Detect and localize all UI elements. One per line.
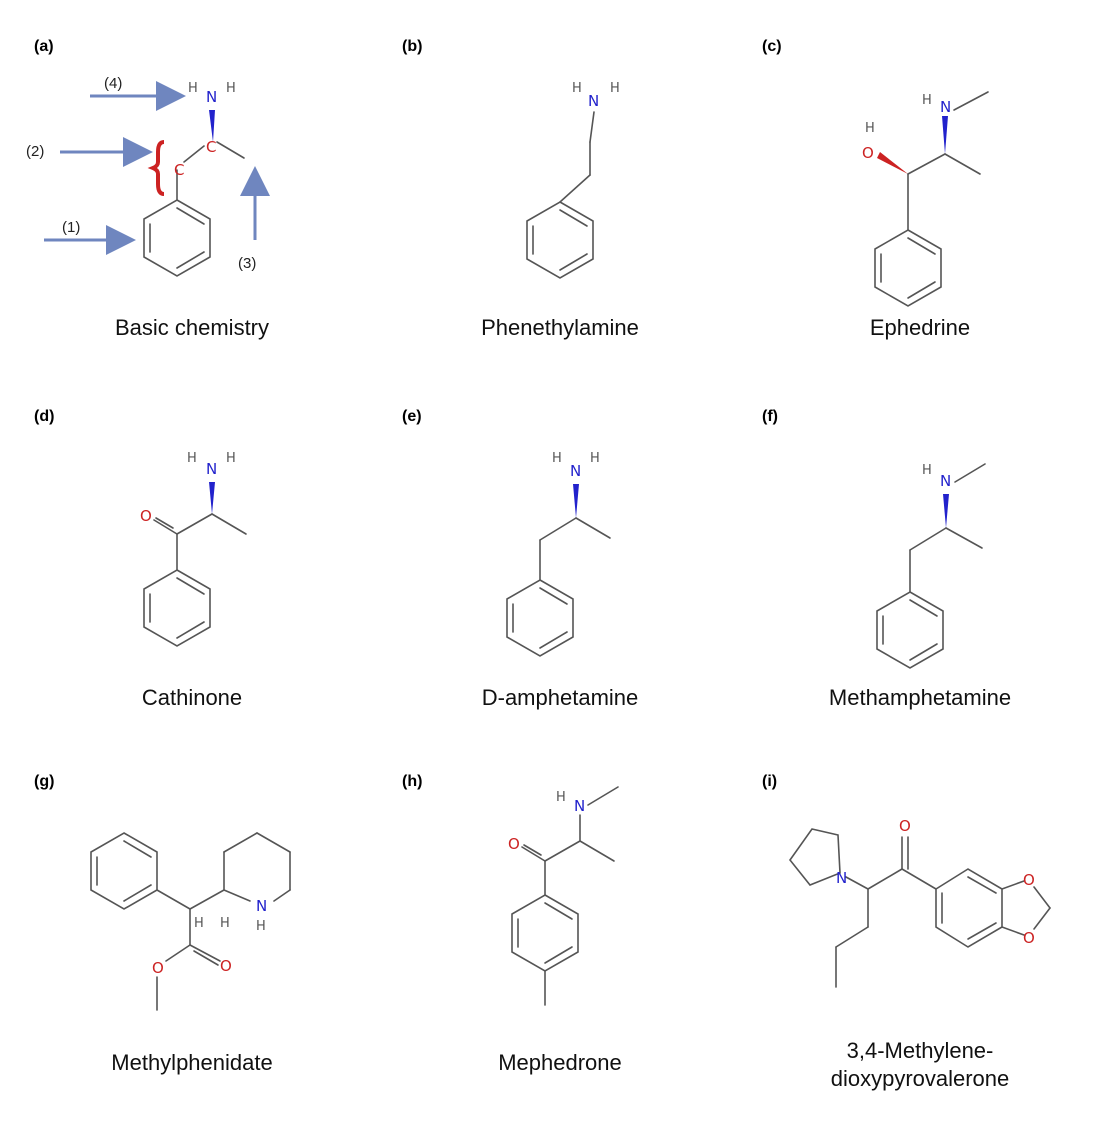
- svg-text:O: O: [899, 817, 911, 835]
- nitrogen-label: N: [206, 88, 217, 106]
- panel-d: (d) O N H H Cathinone: [12, 400, 372, 760]
- svg-text:O: O: [1023, 929, 1035, 947]
- svg-text:H: H: [865, 121, 875, 136]
- svg-text:N: N: [206, 460, 217, 478]
- basic-chemistry-structure: C C N H H (4) (2) (1) (3): [26, 75, 270, 277]
- compound-name: Cathinone: [141, 685, 243, 710]
- panel-label: (h): [402, 773, 423, 790]
- panel-b: (b) N H H Phenethylamine: [380, 30, 740, 390]
- svg-text:N: N: [588, 92, 599, 110]
- panel-label: (a): [34, 38, 54, 55]
- panel-label: (g): [34, 773, 55, 790]
- svg-text:O: O: [1023, 871, 1035, 889]
- mdpv-structure: N O O O: [788, 817, 1051, 988]
- svg-text:N: N: [256, 897, 267, 915]
- alpha-carbon-label: C: [174, 161, 184, 179]
- svg-text:H: H: [187, 451, 197, 466]
- panel-e: (e) N H H D-amphetamine: [380, 400, 740, 760]
- svg-text:H: H: [552, 451, 562, 466]
- svg-text:H: H: [226, 451, 236, 466]
- panel-label: (b): [402, 38, 423, 55]
- svg-text:N: N: [570, 462, 581, 480]
- methylphenidate-structure: H H N H O O: [90, 832, 291, 1011]
- compound-name: Ephedrine: [869, 315, 971, 340]
- annotation-1: (1): [62, 219, 80, 236]
- annotation-3: (3): [238, 255, 256, 272]
- panel-i: (i) N O O O 3,4-Methylene- dioxypyrovale…: [740, 765, 1100, 1125]
- svg-text:O: O: [140, 507, 152, 525]
- compound-name: Methamphetamine: [828, 685, 1012, 710]
- svg-text:N: N: [836, 869, 847, 887]
- methamphetamine-structure: N H: [876, 463, 986, 669]
- panel-label: (c): [762, 38, 782, 55]
- bracket-icon: [147, 140, 165, 196]
- ephedrine-structure: O H N H: [862, 91, 989, 307]
- panel-label: (f): [762, 408, 778, 425]
- svg-text:O: O: [508, 835, 520, 853]
- panel-label: (e): [402, 408, 422, 425]
- compound-name: D-amphetamine: [481, 685, 639, 710]
- panel-label: (d): [34, 408, 55, 425]
- svg-text:H: H: [194, 916, 204, 931]
- svg-text:H: H: [610, 81, 620, 96]
- svg-text:O: O: [220, 957, 232, 975]
- cathinone-structure: O N H H: [140, 451, 247, 647]
- svg-text:N: N: [940, 472, 951, 490]
- svg-text:H: H: [590, 451, 600, 466]
- svg-text:H: H: [220, 916, 230, 931]
- svg-text:O: O: [152, 959, 164, 977]
- panel-f: (f) N H Methamphetamine: [740, 400, 1100, 760]
- svg-text:H: H: [572, 81, 582, 96]
- panel-h: (h) O N H Mephedrone: [380, 765, 740, 1125]
- svg-text:H: H: [922, 93, 932, 108]
- svg-text:N: N: [574, 797, 585, 815]
- svg-text:H: H: [226, 81, 236, 96]
- panel-a: (a) C C N H H (4) (2) (1) (3) Bas: [12, 30, 372, 390]
- svg-text:H: H: [922, 463, 932, 478]
- compound-name: Mephedrone: [498, 1050, 622, 1075]
- annotation-4: (4): [104, 75, 122, 92]
- svg-text:N: N: [940, 98, 951, 116]
- panel-label: (i): [762, 773, 778, 790]
- svg-text:H: H: [188, 81, 198, 96]
- svg-text:H: H: [556, 790, 566, 805]
- compound-name-line-2: dioxypyrovalerone: [830, 1066, 1010, 1091]
- beta-carbon-label: C: [206, 138, 216, 156]
- panel-c: (c) O H N H Ephedrine: [740, 30, 1100, 390]
- annotation-2: (2): [26, 143, 44, 160]
- svg-text:O: O: [862, 144, 874, 162]
- mephedrone-structure: O N H: [508, 786, 619, 1006]
- compound-name: 3,4-Methylene- dioxypyrovalerone: [740, 1037, 1100, 1093]
- panel-g: (g) H H N H O O Methylphenidate: [12, 765, 372, 1125]
- compound-name: Methylphenidate: [111, 1050, 273, 1075]
- d-amphetamine-structure: N H H: [506, 451, 611, 657]
- compound-name-line-1: 3,4-Methylene-: [846, 1038, 994, 1063]
- compound-name: Basic chemistry: [114, 315, 270, 340]
- svg-text:H: H: [256, 919, 266, 934]
- compound-name: Phenethylamine: [481, 315, 639, 340]
- phenethylamine-structure: N H H: [526, 81, 620, 279]
